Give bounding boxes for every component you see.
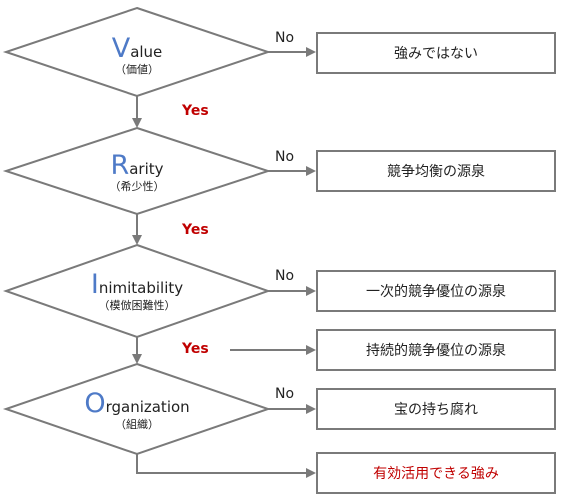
result-box-effective-strength: 有効活用できる強み	[316, 452, 556, 494]
rarity-rest: arity	[129, 160, 164, 178]
organization-rest: rganization	[105, 398, 190, 416]
organization-sub: （組織）	[115, 418, 159, 432]
yes-label-2: Yes	[182, 222, 209, 238]
question-inimitability: Inimitability （模倣困難性）	[52, 269, 222, 313]
result-box-not-strength: 強みではない	[316, 32, 556, 74]
no-label-4: No	[275, 386, 295, 402]
value-sub: （価値）	[115, 63, 159, 77]
result-box-wasted-treasure: 宝の持ち腐れ	[316, 388, 556, 430]
final-connector	[136, 454, 316, 478]
result-box-temporary-advantage: 一次的競争優位の源泉	[316, 270, 556, 312]
no-label-1: No	[275, 30, 295, 46]
value-rest: alue	[130, 43, 163, 61]
question-value: Value （価値）	[77, 33, 197, 77]
rarity-initial: R	[110, 150, 130, 181]
rarity-sub: （希少性）	[109, 180, 165, 194]
result-box-sustained-advantage: 持続的競争優位の源泉	[316, 329, 556, 371]
no-label-2: No	[275, 149, 295, 165]
question-organization: Organization （組織）	[57, 388, 217, 432]
question-rarity: Rarity （希少性）	[77, 150, 197, 194]
no-label-3: No	[275, 268, 295, 284]
value-initial: V	[111, 33, 131, 64]
inimitability-rest: nimitability	[98, 279, 184, 297]
yes-label-3: Yes	[182, 341, 209, 357]
yes-label-1: Yes	[182, 103, 209, 119]
result-box-competitive-parity: 競争均衡の源泉	[316, 150, 556, 192]
organization-initial: O	[84, 388, 106, 419]
inimitability-initial: I	[90, 269, 99, 300]
inimitability-sub: （模倣困難性）	[98, 299, 176, 313]
